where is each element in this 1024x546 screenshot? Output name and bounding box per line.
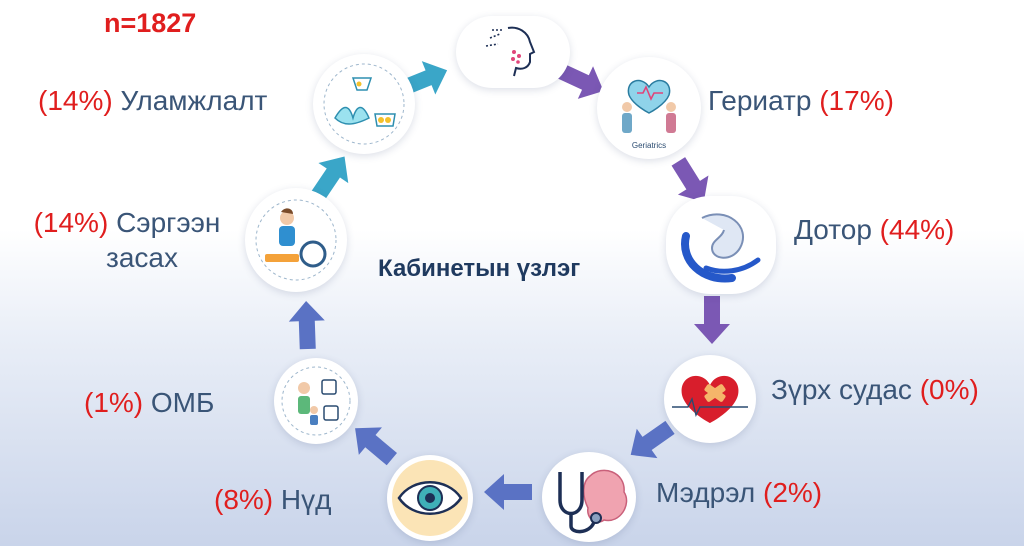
label-medrel: Мэдрэл (2%): [656, 475, 822, 510]
name-sergeen-line2: засах: [106, 242, 178, 273]
node-face: [456, 16, 570, 88]
name-omb: ОМБ: [150, 387, 215, 418]
label-uulamjlalt: (14%) Уламжлалт: [38, 83, 267, 118]
arrow-omb-to-sergeen: [288, 300, 326, 350]
pct-nud: (8%): [214, 484, 274, 515]
node-nud: [387, 455, 473, 541]
name-sergeen-line1: Сэргээн: [116, 207, 221, 238]
node-sergeen: [245, 188, 347, 292]
geriatrics-caption: Geriatrics: [632, 141, 666, 150]
heart-icon: [672, 375, 748, 423]
face-skin-icon: [485, 26, 536, 77]
family-health-icon: [281, 366, 351, 436]
label-geriatr: Гериатр (17%): [708, 83, 894, 118]
name-geriatr: Гериатр: [708, 85, 812, 116]
herbal-lotus-icon: [323, 63, 405, 145]
pct-dotor: (44%): [879, 214, 955, 245]
label-omb: (1%) ОМБ: [84, 385, 214, 420]
geriatrics-icon: Geriatrics: [622, 79, 676, 150]
arrow-medrel-to-nud: [484, 474, 532, 510]
pct-sergeen: (14%): [33, 207, 109, 238]
pct-uulamjlalt: (14%): [38, 85, 113, 116]
brain-stethoscope-icon: [558, 469, 628, 534]
pct-geriatr: (17%): [819, 85, 894, 116]
name-zurkh: Зүрх судас: [771, 374, 912, 405]
node-uulamjlalt: [313, 54, 415, 154]
node-omb: [274, 358, 358, 444]
node-dotor: [666, 196, 776, 294]
center-title: Кабинетын үзлэг: [378, 255, 581, 282]
label-nud: (8%) Нүд: [214, 482, 331, 517]
eye-icon: [392, 460, 468, 536]
rehabilitation-icon: [255, 199, 337, 281]
node-geriatr: Geriatrics: [597, 57, 701, 159]
pct-zurkh: (0%): [919, 374, 979, 405]
stomach-hand-icon: [681, 213, 761, 283]
pct-medrel: (2%): [763, 477, 823, 508]
label-sergeen: (14%) Сэргээн засах: [22, 205, 232, 275]
label-dotor: Дотор (44%): [794, 212, 954, 247]
node-zurkh: [664, 355, 756, 443]
sample-size-label: n=1827: [104, 8, 197, 38]
name-nud: Нүд: [280, 484, 332, 515]
pct-omb: (1%): [84, 387, 144, 418]
name-dotor: Дотор: [794, 214, 872, 245]
name-uulamjlalt: Уламжлалт: [120, 85, 268, 116]
name-medrel: Мэдрэл: [656, 477, 756, 508]
arrow-dotor-to-zurkh: [694, 296, 730, 344]
node-medrel: [542, 452, 636, 542]
label-zurkh: Зүрх судас (0%): [771, 372, 979, 407]
